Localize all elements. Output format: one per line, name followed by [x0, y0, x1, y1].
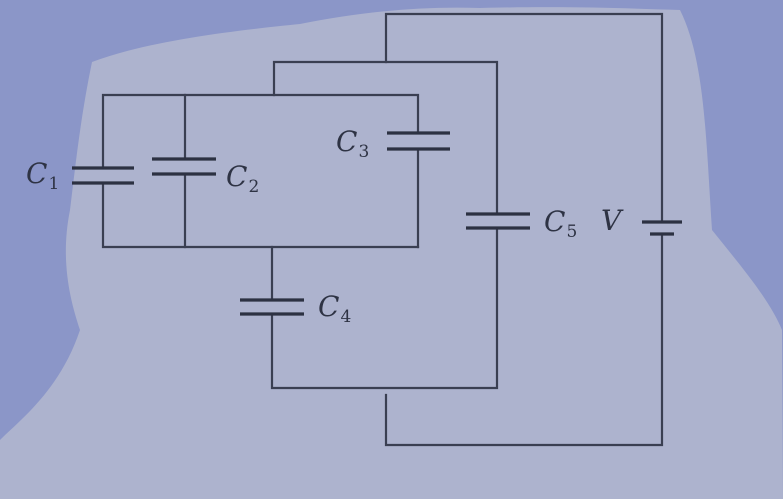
- wire-c5-branch: [270, 60, 499, 390]
- wire-bottom-rail: [101, 181, 420, 249]
- label-c5: C5: [544, 205, 578, 242]
- label-c4: C4: [318, 290, 352, 327]
- capacitor-c5: [466, 212, 530, 230]
- capacitor-c1: [72, 166, 134, 185]
- label-c2: C2: [226, 160, 260, 197]
- capacitor-c2: [152, 157, 216, 176]
- label-c1: C1: [26, 157, 60, 194]
- capacitor-c3: [387, 131, 450, 151]
- wire-top-rail: [101, 93, 420, 170]
- battery-v: [642, 220, 682, 236]
- label-c3: C3: [336, 125, 370, 162]
- paper-sheet: [0, 7, 783, 499]
- label-v: V: [601, 204, 622, 237]
- capacitor-c4: [240, 298, 304, 316]
- wire-outer-loop: [384, 12, 664, 447]
